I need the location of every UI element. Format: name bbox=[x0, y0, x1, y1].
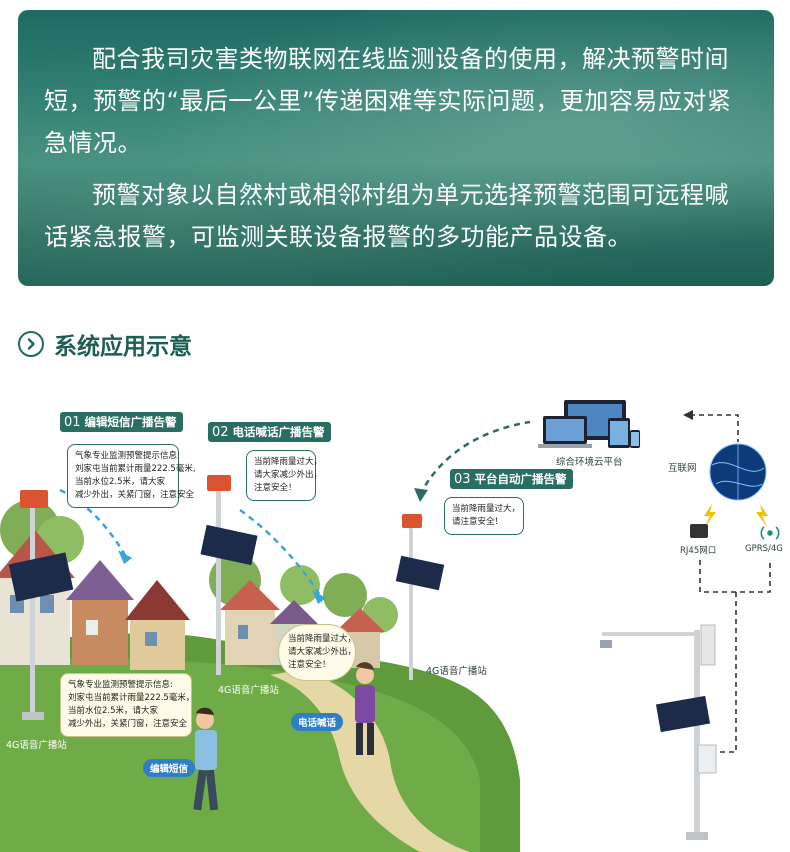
bubble-line: 当前水位2.5米，请大家 bbox=[68, 706, 159, 716]
internet-label: 互联网 bbox=[668, 463, 697, 474]
intro-banner: 配合我司灾害类物联网在线监测设备的使用，解决预警时间短，预警的“最后一公里”传递… bbox=[18, 10, 774, 286]
phone-call-badge: 电话喊话 bbox=[291, 713, 344, 731]
bubble-line: 减少外出，关紧门窗，注意安全 bbox=[68, 719, 188, 729]
person-call-bubble: 当前降雨量过大， 请大家减少外出， 注意安全！ bbox=[278, 624, 356, 681]
step-1-number: 01 bbox=[64, 415, 81, 430]
bubble-line: 请大家减少外出， bbox=[288, 647, 357, 657]
station-pole-3 bbox=[395, 514, 445, 680]
bubble-line: 减少外出，关紧门窗，注意安全 bbox=[75, 490, 195, 500]
bubble-line: 请注意安全！ bbox=[452, 517, 504, 527]
bubble-line: 当前降雨量过大， bbox=[254, 457, 323, 467]
network-links bbox=[690, 414, 771, 753]
step-3-number: 03 bbox=[454, 472, 471, 487]
bubble-line: 当前水位2.5米，请大家 bbox=[75, 477, 166, 487]
step-2-number: 02 bbox=[212, 425, 229, 440]
station-pole-2 bbox=[200, 475, 258, 675]
bubble-line: 刘家屯当前累计雨量222.5毫米， bbox=[68, 693, 195, 703]
platform-arrow bbox=[418, 420, 531, 496]
person-texting bbox=[193, 707, 219, 811]
platform-message-bubble: 当前降雨量过大， 请注意安全！ bbox=[444, 497, 524, 535]
cloud-platform-label: 综合环境云平台 bbox=[556, 457, 623, 468]
bubble-line: 气象专业监测预警提示信息: bbox=[75, 451, 180, 461]
station-pole-1 bbox=[8, 490, 74, 720]
sms-message-bubble: 气象专业监测预警提示信息: 刘家屯当前累计雨量222.5毫米, 当前水位2.5米… bbox=[67, 444, 196, 508]
person-calling bbox=[355, 662, 375, 755]
lightning-icon-left bbox=[704, 504, 716, 528]
rj45-label: RJ45网口 bbox=[680, 546, 717, 556]
bubble-line: 刘家屯当前累计雨量222.5毫米, bbox=[75, 464, 196, 474]
station-label-2: 4G语音广播站 bbox=[218, 685, 279, 696]
lightning-icon-right bbox=[756, 504, 768, 528]
banner-background bbox=[18, 10, 774, 286]
bubble-line: 当前降雨量过大， bbox=[452, 504, 521, 514]
intro-paragraph-2: 预警对象以自然村或相邻村组为单元选择预警范围可远程喊话紧急报警，可监测关联设备报… bbox=[44, 181, 729, 251]
platform-devices bbox=[538, 400, 640, 448]
edit-sms-badge: 编辑短信 bbox=[143, 759, 196, 777]
monitoring-station bbox=[600, 624, 717, 840]
station-label-3: 4G语音广播站 bbox=[426, 666, 487, 677]
section-heading: 系统应用示意 bbox=[18, 328, 192, 360]
internet-globe bbox=[709, 443, 767, 501]
step-1-label: 编辑短信广播告警 bbox=[84, 415, 177, 429]
intro-paragraph-1: 配合我司灾害类物联网在线监测设备的使用，解决预警时间短，预警的“最后一公里”传递… bbox=[44, 45, 732, 157]
bubble-line: 气象专业监测预警提示信息: bbox=[68, 680, 173, 690]
bubble-line: 请大家减少外出， bbox=[254, 470, 323, 480]
bubble-line: 当前降雨量过大， bbox=[288, 634, 357, 644]
section-title: 系统应用示意 bbox=[54, 334, 192, 360]
broadcast-arrows bbox=[59, 488, 322, 596]
rj45-port-icon bbox=[690, 524, 708, 538]
step-3-label: 平台自动广播告警 bbox=[474, 472, 567, 486]
bubble-line: 注意安全！ bbox=[288, 660, 331, 670]
person-sms-bubble: 气象专业监测预警提示信息: 刘家屯当前累计雨量222.5毫米， 当前水位2.5米… bbox=[60, 673, 195, 737]
bubble-line: 注意安全！ bbox=[254, 483, 297, 493]
gprs-label: GPRS/4G bbox=[745, 544, 783, 554]
chevron-right-icon bbox=[18, 331, 44, 357]
dirt-path bbox=[270, 670, 470, 852]
step-2-label: 电话喊话广播告警 bbox=[232, 425, 325, 439]
wireless-signal-icon bbox=[760, 526, 780, 540]
call-message-bubble: 当前降雨量过大， 请大家减少外出， 注意安全！ bbox=[246, 450, 323, 501]
station-label-1: 4G语音广播站 bbox=[6, 740, 67, 751]
